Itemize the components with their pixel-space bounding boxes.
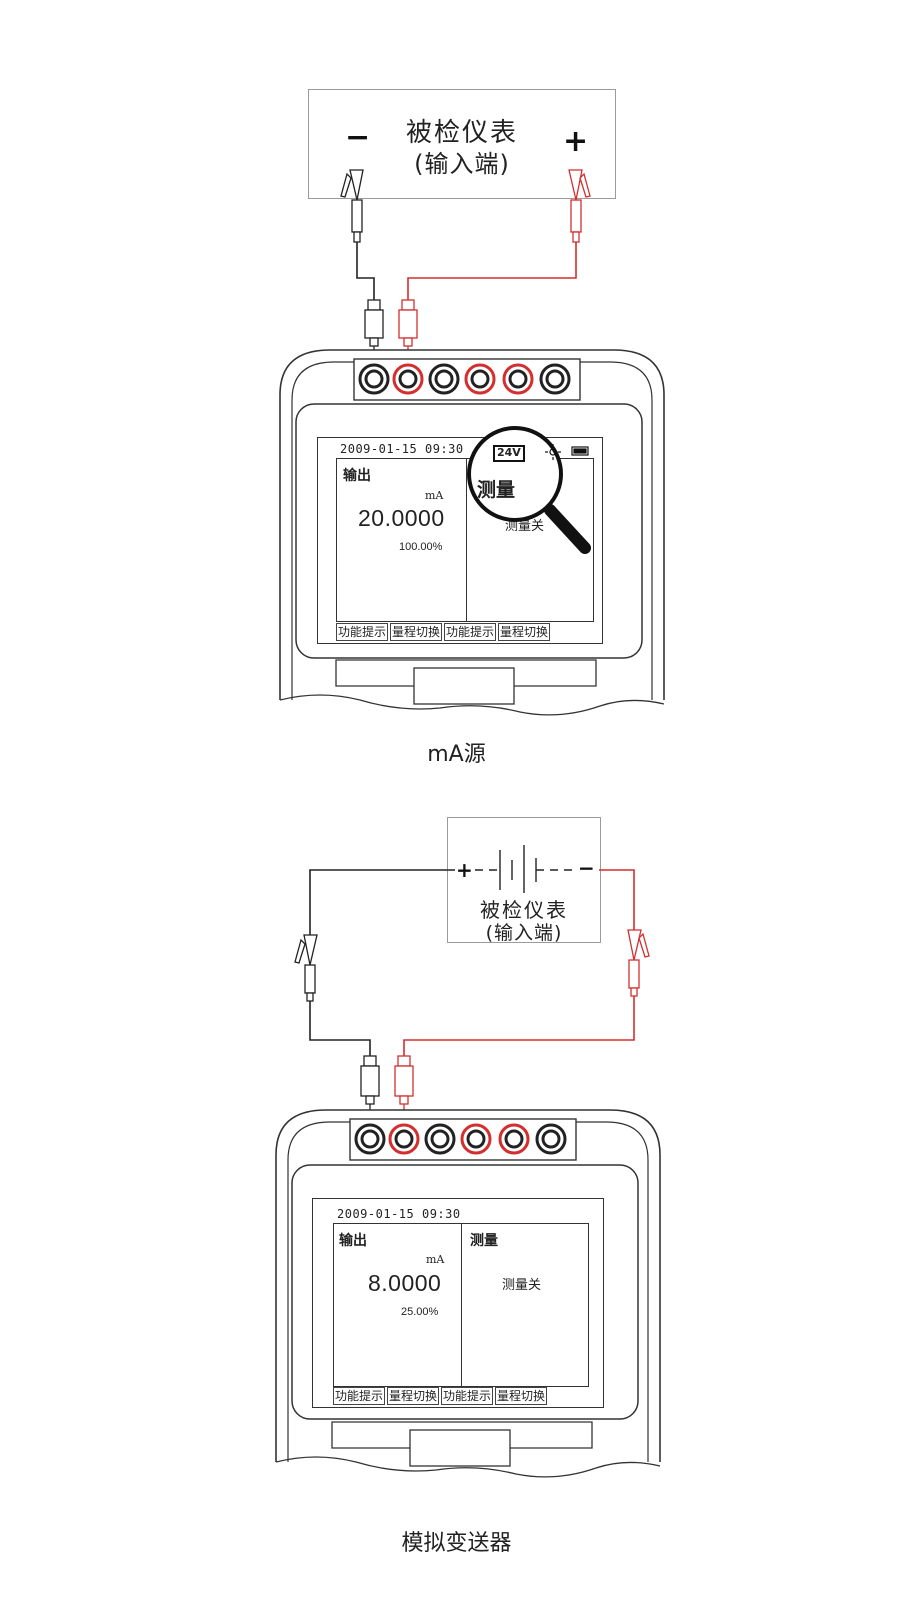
softkey-help-2b[interactable]: 功能提示 [441, 1387, 494, 1405]
dut-plus-sign-1: + [563, 124, 589, 159]
terminal-1-1 [358, 363, 390, 395]
terminal-2-6 [535, 1123, 567, 1155]
housing-slot-2 [409, 1429, 511, 1467]
measure-panel-1: 测量关 [467, 459, 593, 621]
lcd-datetime-1: 2009-01-15 09:30 [340, 442, 464, 456]
output-panel-1: 输出 mA 20.0000 100.00% [337, 459, 467, 621]
red-lead-wire-1 [407, 242, 577, 300]
housing-slot-1 [413, 667, 515, 705]
red-lead-wire-2b [403, 996, 635, 1056]
terminal-1-4 [464, 363, 496, 395]
housing-wave-1 [279, 694, 665, 716]
measure-state-2: 测量关 [502, 1278, 542, 1293]
dut-title-1: 被检仪表 [405, 118, 518, 148]
lcd-content-2: 输出 mA 8.0000 25.00% 测量 测量关 [333, 1223, 589, 1387]
softkey-range-1a[interactable]: 量程切换 [390, 623, 443, 641]
dut-subtitle-1: (输入端) [414, 150, 510, 178]
softkey-help-1a[interactable]: 功能提示 [336, 623, 389, 641]
black-test-clip-1 [340, 169, 364, 243]
output-panel-2: 输出 mA 8.0000 25.00% [334, 1224, 462, 1386]
dut-box-2: 被检仪表 (输入端) + − [447, 817, 601, 944]
terminals-1 [358, 363, 571, 395]
output-percent-2: 25.00% [401, 1306, 439, 1318]
output-unit-2: mA [426, 1253, 445, 1266]
output-value-1: 20.0000 [358, 505, 445, 531]
caption-ma-source: mA源 [427, 742, 486, 767]
output-percent-1: 100.00% [399, 541, 443, 553]
softkey-range-2b[interactable]: 量程切换 [495, 1387, 548, 1405]
magnifier-badge-24v: 24V [497, 446, 521, 459]
dut-subtitle-2: (输入端) [485, 922, 563, 944]
terminal-1-2 [392, 363, 424, 395]
measure-state-1: 测量关 [505, 519, 545, 534]
housing-wave-2 [275, 1456, 661, 1478]
dut-minus-sign-2: − [578, 856, 595, 880]
lcd-screen-2: 2009-01-15 09:30 输出 mA 8.0000 25.00% 测量 … [312, 1198, 604, 1408]
black-test-clip-2 [294, 934, 318, 1002]
terminal-1-3 [428, 363, 460, 395]
lcd-datetime-2: 2009-01-15 09:30 [337, 1207, 461, 1221]
terminal-2-5 [498, 1123, 530, 1155]
dut-minus-sign-1: − [345, 120, 371, 155]
black-banana-plug-1 [364, 299, 384, 362]
terminals-2 [354, 1123, 567, 1155]
output-unit-1: mA [425, 489, 444, 502]
terminal-2-1 [354, 1123, 386, 1155]
caption-analog-transmitter: 模拟变送器 [401, 1531, 512, 1556]
softkey-range-1b[interactable]: 量程切换 [498, 623, 551, 641]
output-title-2: 输出 [339, 1233, 367, 1249]
terminal-2-3 [424, 1123, 456, 1155]
dut-plus-sign-2: + [456, 858, 473, 882]
magnifier-measure-text: 测量 [477, 479, 516, 501]
black-lead-wire-2 [309, 869, 455, 935]
output-title-1: 输出 [343, 468, 371, 484]
black-lead-wire-2b [309, 1001, 371, 1056]
softkey-range-2a[interactable]: 量程切换 [387, 1387, 440, 1405]
red-lead-wire-2 [599, 869, 635, 930]
red-banana-plug-1 [398, 299, 418, 362]
measure-panel-2: 测量 测量关 [462, 1224, 588, 1386]
softkey-help-2a[interactable]: 功能提示 [333, 1387, 386, 1405]
output-value-2: 8.0000 [368, 1270, 442, 1296]
softkey-bar-2: 功能提示 量程切换 功能提示 量程切换 [333, 1387, 549, 1405]
red-test-clip-1 [568, 169, 591, 243]
red-test-clip-2 [627, 929, 650, 997]
softkey-help-1b[interactable]: 功能提示 [444, 623, 497, 641]
terminal-1-5 [502, 363, 534, 395]
terminal-1-6 [539, 363, 571, 395]
terminal-2-4 [460, 1123, 492, 1155]
black-lead-wire-1 [356, 242, 375, 300]
dut-title-2: 被检仪表 [480, 898, 568, 922]
terminal-2-2 [388, 1123, 420, 1155]
measure-title-2: 测量 [470, 1233, 498, 1249]
softkey-bar-1: 功能提示 量程切换 功能提示 量程切换 [336, 623, 552, 641]
